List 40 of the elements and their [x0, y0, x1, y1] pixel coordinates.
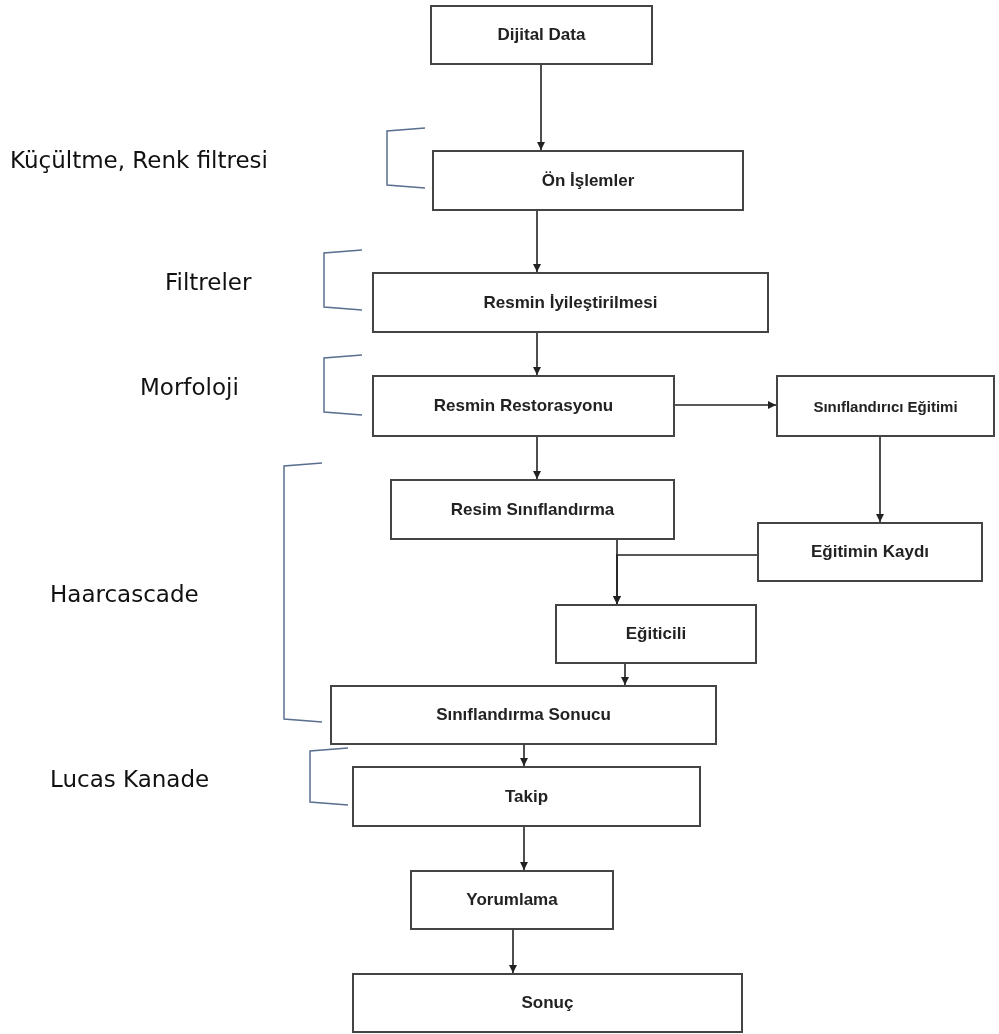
arrow — [533, 210, 541, 273]
box-label: Resmin İyileştirilmesi — [483, 292, 658, 313]
process-box — [390, 479, 675, 540]
process-box — [352, 973, 743, 1033]
box-label: Sınıflandırıcı Eğitimi — [813, 397, 958, 415]
box-label: Resim Sınıflandırma — [450, 499, 615, 520]
arrow — [533, 332, 541, 376]
process-box — [352, 766, 701, 827]
arrow — [509, 929, 517, 974]
process-box — [372, 375, 675, 437]
box-label: Dijital Data — [497, 25, 586, 45]
process-box — [330, 685, 717, 745]
process-box — [432, 150, 744, 211]
process-box — [776, 375, 995, 437]
arrow — [876, 436, 884, 523]
arrow — [520, 826, 528, 871]
box-label: Eğitimin Kaydı — [810, 542, 930, 562]
process-box — [757, 522, 983, 582]
arrow — [674, 401, 777, 409]
bracket-label: Küçültme, Renk filtresi — [10, 147, 268, 173]
bracket-label: Haarcascade — [50, 581, 199, 607]
box-label: Takip — [504, 786, 549, 807]
process-box — [430, 5, 653, 65]
box-label: Eğiticili — [625, 624, 687, 644]
arrow — [520, 744, 528, 767]
bracket-label: Lucas Kanade — [50, 766, 210, 792]
bracket-label: Filtreler — [165, 269, 252, 295]
box-label: Resmin Restorasyonu — [433, 396, 614, 416]
box-label: Yorumlama — [466, 890, 558, 910]
arrow — [613, 554, 758, 605]
bracket-label: Morfoloji — [140, 374, 239, 400]
process-box — [372, 272, 769, 333]
box-label: Sınıflandırma Sonucu — [436, 705, 611, 725]
box-label: Ön İşlemler — [541, 170, 635, 191]
arrow — [537, 64, 545, 151]
arrow — [621, 663, 629, 686]
process-box — [410, 870, 614, 930]
process-box — [555, 604, 757, 664]
box-label: Sonuç — [521, 993, 574, 1013]
arrow — [533, 436, 541, 480]
